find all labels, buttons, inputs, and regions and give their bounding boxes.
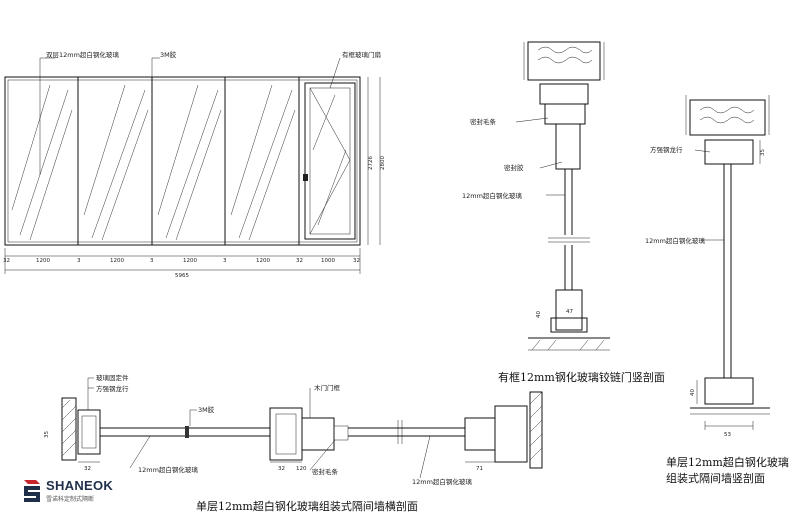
svg-text:53: 53 xyxy=(724,432,731,438)
door-frame xyxy=(304,82,356,240)
ceiling-box xyxy=(527,41,601,81)
logo-mark-icon xyxy=(24,480,40,502)
svg-text:3: 3 xyxy=(77,258,81,264)
svg-text:32: 32 xyxy=(353,258,360,264)
brand-logo: SHANEOK 雪诺科定制式隔断 xyxy=(22,476,132,512)
glass-reflection-hatch xyxy=(11,84,347,241)
caption-wall-vertical-1: 单层12mm超白钢化玻璃 xyxy=(666,455,789,469)
door-handle xyxy=(303,174,308,181)
label-framed-door: 有框玻璃门扇 xyxy=(342,50,381,59)
dim-total: 5965 xyxy=(175,273,189,279)
svg-text:32: 32 xyxy=(296,258,303,264)
svg-text:40: 40 xyxy=(690,389,696,396)
svg-text:3: 3 xyxy=(150,258,154,264)
ceiling-box-2 xyxy=(689,99,766,136)
svg-text:32: 32 xyxy=(3,258,10,264)
right-wall xyxy=(529,391,543,469)
label-wall-glass: 12mm超白钢化玻璃 xyxy=(645,236,705,245)
caption-wall-vertical-2: 组装式隔间墙竖剖面 xyxy=(666,471,765,485)
door-vertical-section: 密封毛条 密封胶 12mm超白钢化玻璃 47 40 有框12mm钢化玻璃铰链门竖… xyxy=(462,41,665,384)
svg-text:32: 32 xyxy=(278,466,285,472)
label-sealing-brush: 密封毛条 xyxy=(470,117,497,126)
label-steel-keel: 方强钢龙行 xyxy=(650,145,683,154)
wall-vertical-section: 方强钢龙行 12mm超白钢化玻璃 35 40 53 单层12mm超白钢化玻璃 组… xyxy=(645,95,789,485)
horizontal-section: 玻璃固定件 方强钢龙行 3M胶 木门门框 12mm超白钢化玻璃 密封毛条 12m… xyxy=(44,373,543,513)
svg-text:35: 35 xyxy=(760,149,766,156)
svg-text:1000: 1000 xyxy=(321,258,335,264)
label-door-glass: 12mm超白钢化玻璃 xyxy=(462,191,522,200)
svg-text:120: 120 xyxy=(296,466,307,472)
logo-subtitle: 雪诺科定制式隔断 xyxy=(46,496,95,503)
elevation-outer-frame xyxy=(4,76,361,246)
elevation-view: 双层12mm超白钢化玻璃 3M胶 有框玻璃门扇 32 1200 3 1200 3… xyxy=(3,50,386,279)
svg-text:32: 32 xyxy=(84,466,91,472)
svg-text:71: 71 xyxy=(476,466,483,472)
logo-name: SHANEOK xyxy=(46,478,114,493)
caption-horizontal-section: 单层12mm超白钢化玻璃组装式隔间墙横剖面 xyxy=(196,499,418,513)
label-double-glass: 双层12mm超白钢化玻璃 xyxy=(46,50,119,59)
elevation-dim-labels: 32 1200 3 1200 3 1200 3 1200 32 1000 32 … xyxy=(3,258,360,279)
label-sealant: 密封胶 xyxy=(504,163,524,172)
label-3m-glue: 3M胶 xyxy=(160,50,177,59)
label-glass-run-1: 12mm超白钢化玻璃 xyxy=(138,465,198,474)
caption-door-section: 有框12mm钢化玻璃铰链门竖剖面 xyxy=(498,370,665,384)
mullion xyxy=(269,407,303,461)
svg-text:1200: 1200 xyxy=(36,258,50,264)
label-glass-fixing: 玻璃固定件 xyxy=(96,373,129,382)
dim-height-b: 2800 xyxy=(380,156,386,170)
svg-text:3: 3 xyxy=(223,258,227,264)
dim-height-a: 2726 xyxy=(368,156,374,170)
label-glass-run-2: 12mm超白钢化玻璃 xyxy=(412,477,472,486)
svg-text:1200: 1200 xyxy=(256,258,270,264)
label-sealing-brush-2: 密封毛条 xyxy=(312,467,339,476)
svg-text:35: 35 xyxy=(44,431,50,438)
label-3m-glue-2: 3M胶 xyxy=(198,405,215,414)
svg-text:40: 40 xyxy=(536,311,542,318)
dim-47: 47 xyxy=(566,309,573,315)
svg-text:1200: 1200 xyxy=(110,258,124,264)
svg-text:1200: 1200 xyxy=(183,258,197,264)
left-wall xyxy=(61,397,77,461)
label-wood-door-frame: 木门门框 xyxy=(314,383,341,392)
label-steel-keel-2: 方强钢龙行 xyxy=(96,384,129,393)
